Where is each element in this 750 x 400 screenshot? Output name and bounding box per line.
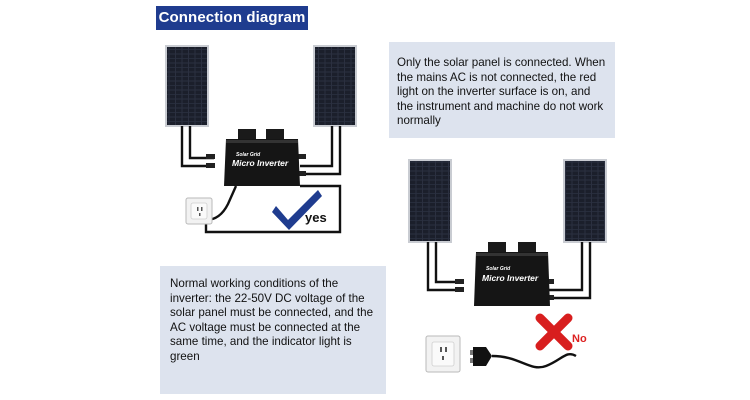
ac-socket-working — [185, 197, 213, 225]
note-normal-conditions: Normal working conditions of the inverte… — [160, 266, 386, 394]
solar-panel-left — [165, 45, 209, 127]
solar-panel-right-2 — [563, 159, 607, 243]
solar-panel-right — [313, 45, 357, 127]
inverter-brand-working: Solar Grid — [236, 152, 261, 158]
micro-inverter-working — [224, 129, 300, 186]
ac-socket-faulty — [425, 335, 461, 373]
solar-panel-left-2 — [408, 159, 452, 243]
inverter-model-faulty: Micro Inverter — [482, 273, 539, 283]
check-icon — [272, 190, 322, 230]
inverter-model-working: Micro Inverter — [232, 158, 289, 168]
note-ac-disconnected: Only the solar panel is connected. When … — [389, 42, 615, 138]
working-setup — [165, 45, 357, 234]
label-no: No — [572, 333, 587, 345]
label-yes: yes — [305, 210, 327, 225]
faulty-setup — [408, 159, 607, 373]
ac-plug-unplugged — [470, 347, 577, 369]
inverter-brand-faulty: Solar Grid — [486, 266, 511, 272]
cross-icon — [535, 313, 573, 351]
diagram-title: Connection diagram — [156, 6, 308, 30]
micro-inverter-faulty — [474, 242, 550, 306]
